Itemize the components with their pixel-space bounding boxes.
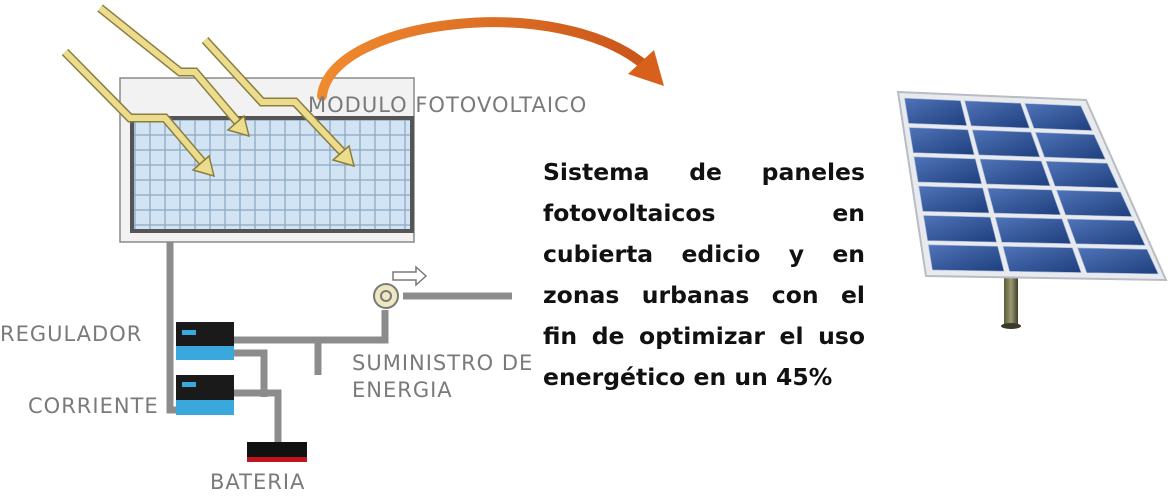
panel-cell: [908, 127, 975, 156]
curved-arrow: [317, 17, 653, 101]
panel-cell: [979, 158, 1051, 187]
curved-arrow-head: [628, 50, 664, 86]
panel-cell: [971, 129, 1041, 158]
caption-word: en: [832, 240, 865, 268]
caption-line: energético en un 45%: [543, 357, 865, 398]
caption-word: en: [832, 199, 865, 227]
caption-word: urbanas: [641, 281, 750, 309]
label-current: CORRIENTE: [28, 394, 159, 418]
panel-cell: [1035, 132, 1106, 160]
supply-meter-icon: [373, 265, 428, 309]
battery-icon: [247, 442, 307, 462]
caption-word: y: [788, 240, 805, 268]
panel-cell: [1024, 103, 1093, 131]
caption-line: fotovoltaicos en: [543, 193, 865, 234]
panel-cell: [994, 216, 1072, 244]
panel-cell: [1077, 247, 1159, 275]
panel-cell: [964, 100, 1030, 129]
panel-cell: [904, 97, 968, 126]
caption-word: Sistema: [543, 158, 650, 186]
panel-cell: [918, 185, 990, 214]
current-unit: [176, 375, 234, 415]
label-module: MODULO FOTOVOLTAICO: [308, 93, 588, 117]
panel-cell: [1045, 160, 1120, 189]
caption-word: el: [779, 322, 804, 350]
label-regulator: REGULADOR: [0, 322, 143, 346]
caption-word: fotovoltaicos: [543, 199, 716, 227]
panel-cell: [928, 244, 1005, 272]
caption-word: zonas: [543, 281, 620, 309]
label-supply-line2: ENERGIA: [352, 378, 453, 402]
caption-word: paneles: [761, 158, 865, 186]
panel-cell: [1056, 189, 1133, 217]
label-supply-line1: SUMINISTRO DE: [352, 351, 534, 375]
caption-word: el: [840, 281, 865, 309]
caption: Sistema de paneles fotovoltaicos en cubierta e…: [543, 152, 865, 398]
sun-ray-arrowheads: [191, 114, 356, 178]
panel-cell: [1002, 246, 1082, 273]
caption-word: de: [591, 322, 625, 350]
wiring: [166, 242, 512, 442]
caption-word: cubierta: [543, 240, 654, 268]
caption-word: fin: [543, 322, 578, 350]
caption-word: de: [689, 158, 722, 186]
caption-word: energético en un 45%: [543, 363, 833, 391]
caption-word: con: [771, 281, 819, 309]
label-battery: BATERIA: [210, 470, 306, 494]
panel-cell: [913, 156, 983, 185]
regulator-unit: [176, 322, 234, 360]
solar-panel-illustration: [896, 90, 1168, 329]
caption-word: optimizar: [639, 322, 765, 350]
caption-word: uso: [818, 322, 865, 350]
panel-cell: [1066, 218, 1146, 246]
caption-line: Sistema de paneles: [543, 152, 865, 193]
panel-cell: [923, 215, 997, 243]
caption-word: edicio: [681, 240, 761, 268]
panel-cell: [987, 187, 1061, 216]
